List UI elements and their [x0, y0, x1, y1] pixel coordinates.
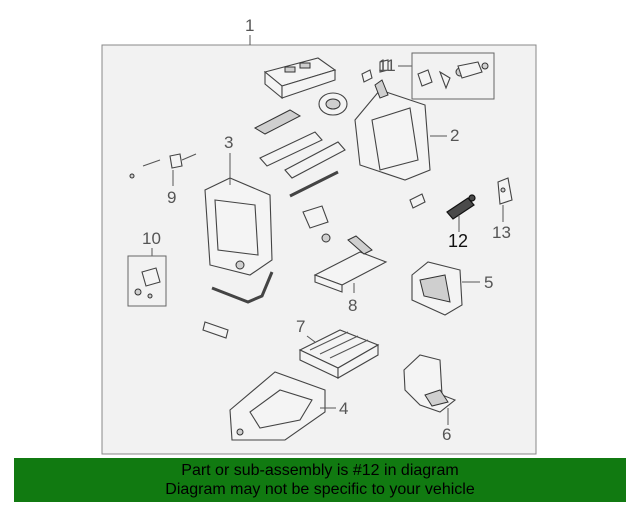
- banner-line-2: Diagram may not be specific to your vehi…: [165, 481, 475, 498]
- cabin-filter-part-7: [298, 329, 380, 379]
- callout-10: 10: [142, 229, 161, 248]
- group-box-10: [127, 255, 167, 307]
- tray-part-8: [313, 235, 388, 293]
- callout-4: 4: [339, 399, 348, 418]
- callout-8: 8: [348, 296, 357, 315]
- actuator-part: [302, 205, 331, 243]
- small-bracket-part: [202, 321, 229, 339]
- rod-part: [289, 170, 339, 198]
- bracket-part-13: [497, 177, 513, 205]
- small-clip-part: [409, 193, 426, 209]
- blower-case-part-3: [204, 177, 273, 276]
- seal-part: [318, 92, 348, 116]
- callout-9: 9: [167, 188, 176, 207]
- foam-strip-part: [259, 131, 346, 179]
- group-box-11: [411, 52, 495, 100]
- duct-part-5: [411, 261, 463, 316]
- wire-harness-part: [211, 271, 274, 304]
- callout-2: 2: [450, 126, 459, 145]
- callout-3: 3: [224, 133, 233, 152]
- callout-7: 7: [296, 317, 305, 336]
- callout-13: 13: [492, 223, 511, 242]
- duct-part-6: [403, 354, 457, 413]
- callout-11: 11: [378, 56, 396, 75]
- lower-case-part-4: [229, 371, 326, 441]
- link-assembly-part-11: [417, 61, 489, 90]
- callout-1: 1: [245, 16, 254, 35]
- small-clips: [361, 59, 389, 83]
- diagram-frame: [101, 44, 537, 455]
- control-panel-part: [263, 57, 337, 100]
- callout-6: 6: [442, 425, 451, 444]
- callout-12: 12: [448, 231, 468, 251]
- callout-5: 5: [484, 273, 493, 292]
- filter-screen-part: [253, 109, 302, 135]
- banner-line-1: Part or sub-assembly is #12 in diagram: [181, 462, 459, 479]
- linkage-part-9: [129, 153, 197, 179]
- info-banner: Part or sub-assembly is #12 in diagram D…: [14, 458, 626, 502]
- highlighted-part-12: [446, 194, 476, 220]
- lever-part-10: [134, 267, 161, 299]
- heater-case-part-2: [354, 79, 431, 181]
